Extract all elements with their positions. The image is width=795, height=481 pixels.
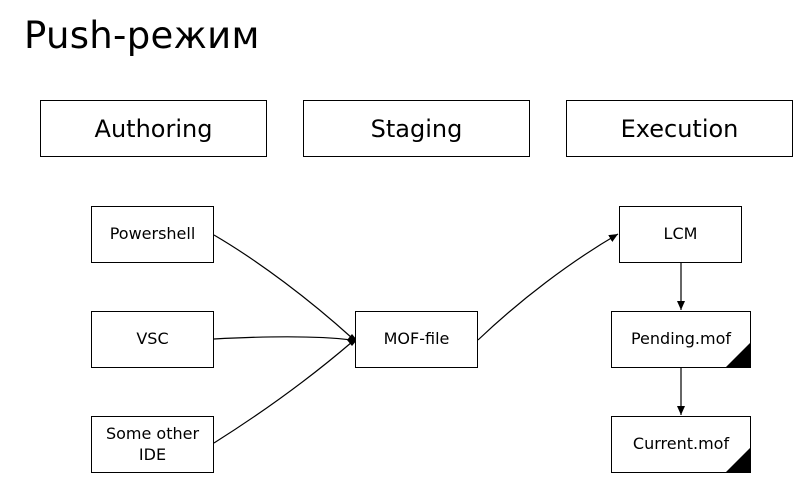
node-vsc: VSC bbox=[91, 311, 214, 368]
stage-staging-label: Staging bbox=[370, 114, 463, 143]
node-pending-mof-label: Pending.mof bbox=[630, 329, 732, 349]
stage-staging: Staging bbox=[303, 100, 530, 157]
page-title: Push-режим bbox=[24, 14, 260, 57]
node-pending-mof: Pending.mof bbox=[611, 311, 751, 368]
stage-execution: Execution bbox=[566, 100, 793, 157]
stage-execution-label: Execution bbox=[620, 114, 739, 143]
connector-ide-to-mof bbox=[213, 341, 353, 444]
node-lcm-label: LCM bbox=[663, 224, 698, 244]
stage-authoring-label: Authoring bbox=[94, 114, 213, 143]
node-powershell: Powershell bbox=[91, 206, 214, 263]
connector-mof-to-lcm bbox=[477, 233, 619, 341]
stage-authoring: Authoring bbox=[40, 100, 267, 157]
join-diamond bbox=[347, 334, 357, 346]
node-vsc-label: VSC bbox=[136, 329, 169, 349]
node-other-ide: Some other IDE bbox=[91, 416, 214, 473]
node-mof-file: MOF-file bbox=[355, 311, 478, 368]
connector-powershell-to-mof bbox=[213, 234, 353, 339]
node-current-mof-label: Current.mof bbox=[632, 434, 730, 454]
connector-vsc-to-mof bbox=[213, 336, 353, 341]
node-powershell-label: Powershell bbox=[109, 224, 196, 244]
node-other-ide-label-line2: IDE bbox=[138, 444, 167, 464]
document-fold-icon bbox=[726, 448, 750, 472]
document-fold-icon bbox=[726, 343, 750, 367]
node-current-mof: Current.mof bbox=[611, 416, 751, 473]
node-lcm: LCM bbox=[619, 206, 742, 263]
node-other-ide-label-line1: Some other bbox=[105, 423, 200, 443]
node-mof-file-label: MOF-file bbox=[383, 329, 450, 349]
